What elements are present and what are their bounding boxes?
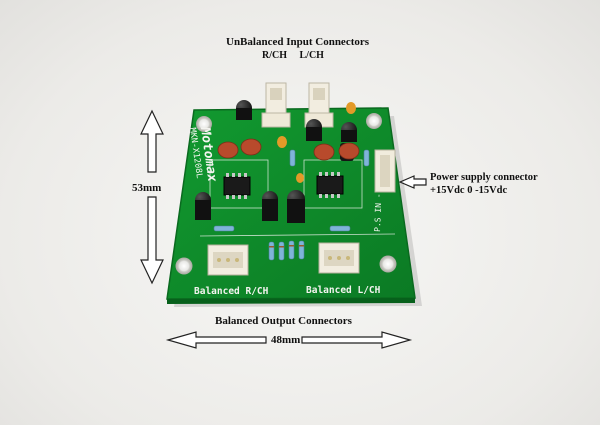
power-supply-title: Power supply connector bbox=[430, 172, 538, 183]
height-dimension-label: 53mm bbox=[132, 182, 162, 194]
output-connector-r bbox=[207, 244, 249, 276]
power-supply-connector bbox=[374, 149, 396, 193]
opamp-ic-right bbox=[223, 173, 251, 199]
mounting-holes bbox=[175, 113, 397, 275]
film-capacitors bbox=[217, 138, 360, 161]
power-supply-spec: +15Vdc 0 -15Vdc bbox=[430, 185, 508, 196]
input-channels-label: R/CH L/CH bbox=[262, 50, 324, 61]
tantalum-capacitors bbox=[277, 102, 356, 183]
output-connectors-title: Balanced Output Connectors bbox=[215, 315, 352, 327]
resistors bbox=[213, 149, 370, 261]
opamp-ic-left bbox=[316, 172, 344, 198]
input-connector-l bbox=[304, 82, 334, 128]
width-dimension-arrow bbox=[165, 331, 413, 349]
silkscreen-labels: Motomax MKN-X1208L Balanced R/CH Balance… bbox=[187, 125, 385, 297]
power-input-label: P.S IN -15 0 +15 bbox=[373, 155, 385, 233]
power-connector-arrow bbox=[398, 175, 427, 189]
input-connectors-title: UnBalanced Input Connectors bbox=[226, 36, 370, 48]
width-dimension-label: 48mm bbox=[271, 334, 301, 346]
output-r-label: Balanced R/CH bbox=[194, 286, 269, 297]
output-l-label: Balanced L/CH bbox=[306, 285, 381, 296]
input-connector-r bbox=[261, 82, 291, 128]
output-connector-l bbox=[318, 242, 360, 274]
height-dimension-arrow bbox=[140, 109, 164, 285]
